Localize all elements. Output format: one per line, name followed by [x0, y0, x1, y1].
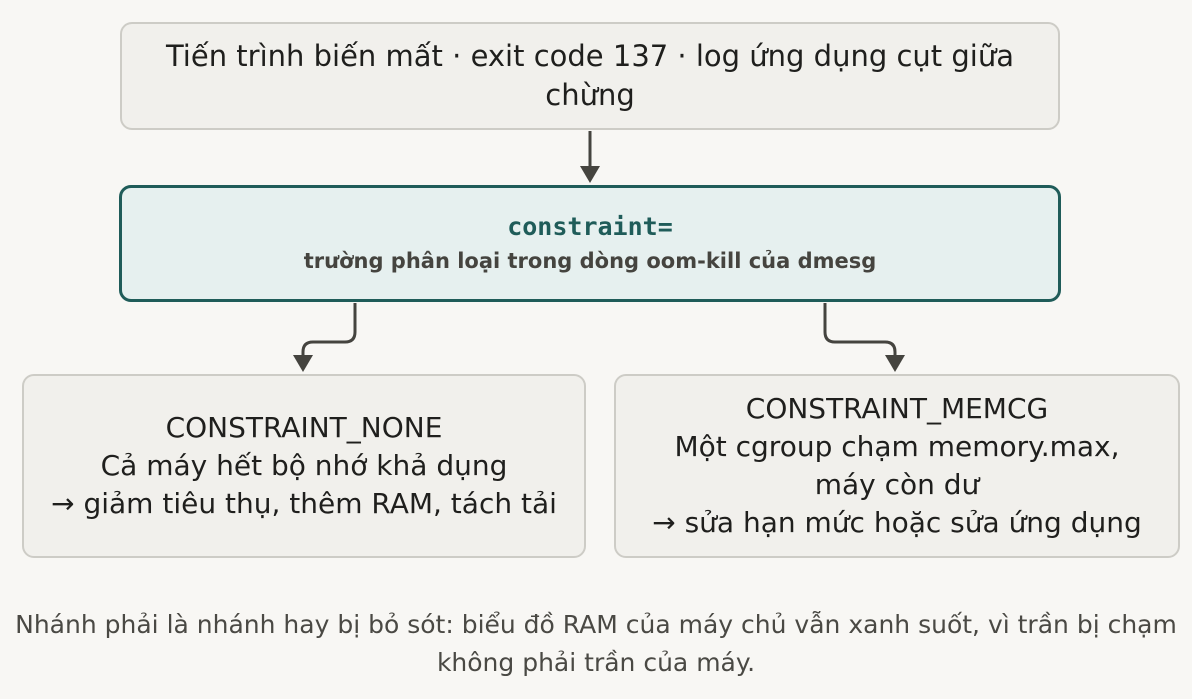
constraint-memcg-line1: Một cgroup chạm memory.max, [674, 430, 1120, 463]
arrowhead-mid-to-left [293, 355, 313, 372]
constraint-field-box: constraint= trường phân loại trong dòng … [119, 185, 1061, 302]
arrowhead-top-to-mid [580, 166, 600, 183]
caption: Nhánh phải là nhánh hay bị bỏ sót: biểu … [15, 610, 1177, 677]
arrowhead-mid-to-right [885, 355, 905, 372]
constraint-description: trường phân loại trong dòng oom-kill của… [303, 248, 877, 273]
symptom-box: Tiến trình biến mất · exit code 137 · lo… [120, 22, 1060, 130]
constraint-none-line1: Cả máy hết bộ nhớ khả dụng [100, 449, 508, 482]
constraint-memcg-box: CONSTRAINT_MEMCG Một cgroup chạm memory.… [614, 374, 1180, 558]
constraint-none-box: CONSTRAINT_NONE Cả máy hết bộ nhớ khả dụ… [22, 374, 586, 558]
symptom-text: Tiến trình biến mất · exit code 137 · lo… [165, 39, 1015, 112]
arrow-mid-to-right [823, 303, 897, 358]
constraint-memcg-line2: máy còn dư [814, 468, 980, 501]
constraint-none-line2: → giảm tiêu thụ, thêm RAM, tách tải [51, 487, 557, 520]
constraint-code-label: constraint= [507, 211, 673, 241]
constraint-memcg-title: CONSTRAINT_MEMCG [745, 392, 1049, 425]
constraint-memcg-line3: → sửa hạn mức hoặc sửa ứng dụng [652, 506, 1142, 539]
arrow-mid-to-left [301, 303, 357, 358]
constraint-none-title: CONSTRAINT_NONE [165, 411, 443, 444]
